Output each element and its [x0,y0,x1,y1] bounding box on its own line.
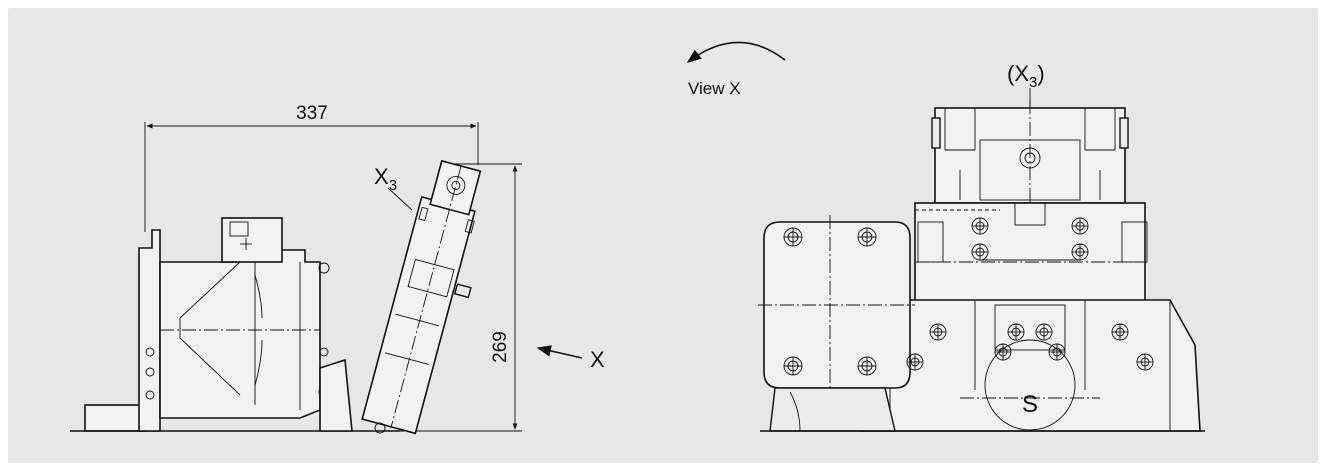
port-x3-label: X3 [374,164,413,211]
view-direction-arrow: X [536,345,605,372]
view-x-indicator: View X [686,41,786,98]
port-x3-front-sub: 3 [1029,74,1037,91]
adapter-block [319,358,353,432]
base-foot [84,404,146,432]
control-unit [361,159,482,435]
side-view: 337 269 [70,103,605,435]
port-x3-front-open: (X [1007,61,1029,86]
svg-text:X3: X3 [374,164,397,194]
side-gearbox [758,215,915,432]
valve-plate [914,202,1148,302]
svg-text:(X3): (X3) [1007,61,1045,91]
upper-control-block [931,100,1129,430]
bolt-heads [783,217,1154,376]
pump-housing [159,249,321,419]
port-x3-front-close: ) [1037,61,1044,86]
mounting-flange [138,229,161,432]
front-view: View X (X3) [686,41,1205,432]
height-dimension: 269 [400,163,522,432]
view-arrow-label: X [590,347,605,372]
port-x3-main: X [374,164,389,189]
height-dimension-label: 269 [490,331,511,363]
view-x-label: View X [688,79,741,98]
top-connector [221,217,283,263]
suction-port-label: S [1022,391,1038,418]
width-dimension-label: 337 [296,103,328,124]
port-x3-sub: 3 [389,177,397,194]
width-dimension: 337 [144,103,479,232]
